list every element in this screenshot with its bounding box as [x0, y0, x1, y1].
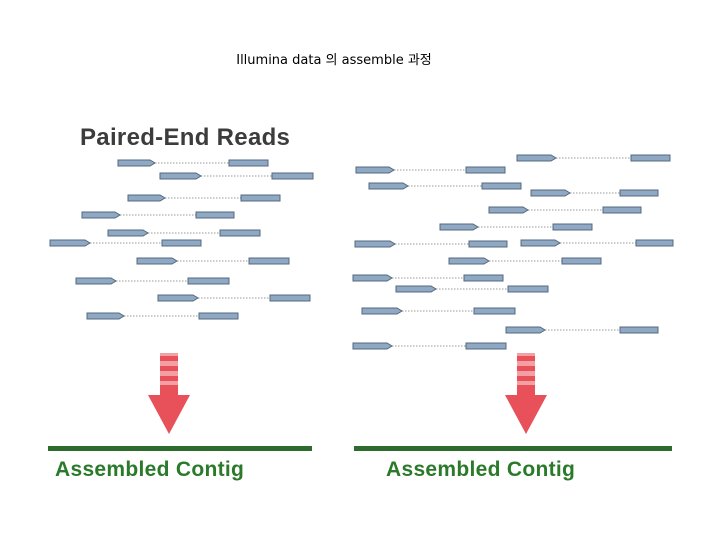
- read-pair: [520, 239, 674, 247]
- read-segment: [195, 211, 235, 219]
- read-segment: [187, 277, 230, 285]
- read-segment: [465, 166, 506, 174]
- read-pair: [361, 307, 516, 315]
- read-pair: [352, 274, 504, 282]
- read-pair: [127, 194, 281, 202]
- slide-title: Illumina data 의 assemble 과정: [236, 53, 432, 68]
- read-pair: [107, 229, 261, 237]
- read-segment: [448, 257, 490, 265]
- read-segment: [481, 182, 522, 190]
- read-segment: [269, 294, 311, 302]
- read-segment: [463, 274, 504, 282]
- read-pair: [81, 211, 235, 219]
- assembled-contig-label-left: Assembled Contig: [55, 458, 245, 481]
- read-segment: [136, 257, 178, 265]
- read-segment: [520, 239, 561, 247]
- read-segment: [507, 285, 549, 293]
- read-segment: [49, 239, 91, 247]
- read-segment: [161, 239, 202, 247]
- read-segment: [107, 229, 149, 237]
- read-segment: [619, 189, 659, 197]
- read-pair: [352, 342, 507, 350]
- read-segment: [552, 223, 593, 231]
- read-segment: [635, 239, 674, 247]
- read-segment: [630, 154, 671, 162]
- read-pair: [157, 294, 311, 302]
- read-segment: [602, 206, 642, 214]
- read-segment: [516, 154, 557, 162]
- read-pair: [516, 154, 671, 162]
- contig-bar-left: [48, 446, 312, 451]
- read-pair: [136, 257, 290, 265]
- read-segment: [219, 229, 261, 237]
- read-segment: [395, 285, 437, 293]
- read-pair: [488, 206, 642, 214]
- read-segment: [465, 342, 507, 350]
- read-pair: [530, 189, 659, 197]
- read-segment: [505, 326, 546, 334]
- read-segment: [530, 189, 571, 197]
- read-pair: [448, 257, 602, 265]
- read-segment: [81, 211, 121, 219]
- read-segment: [488, 206, 529, 214]
- read-segment: [468, 240, 508, 248]
- read-segment: [361, 307, 403, 315]
- read-pair: [75, 277, 230, 285]
- read-pair: [439, 223, 593, 231]
- contig-bar-right: [354, 446, 672, 451]
- read-pair: [505, 326, 659, 334]
- read-segment: [352, 274, 393, 282]
- read-segment: [248, 257, 290, 265]
- paired-end-reads-heading: Paired-End Reads: [80, 124, 291, 151]
- assembled-contig-label-right: Assembled Contig: [386, 458, 576, 481]
- read-segment: [86, 312, 125, 320]
- read-pair: [117, 159, 269, 167]
- read-segment: [368, 182, 409, 190]
- read-segment: [228, 159, 269, 167]
- read-segment: [127, 194, 166, 202]
- read-pair: [368, 182, 522, 190]
- read-segment: [198, 312, 239, 320]
- read-segment: [619, 326, 659, 334]
- read-segment: [157, 294, 199, 302]
- read-pair: [354, 240, 508, 248]
- down-arrow-left: [148, 353, 190, 434]
- read-pair: [355, 166, 506, 174]
- read-segment: [355, 166, 395, 174]
- read-segment: [159, 172, 202, 180]
- read-segment: [439, 223, 479, 231]
- read-pair: [395, 285, 549, 293]
- read-segment: [75, 277, 117, 285]
- read-segment: [271, 172, 314, 180]
- read-segment: [240, 194, 281, 202]
- read-pair: [49, 239, 202, 247]
- read-pair: [159, 172, 314, 180]
- read-segment: [473, 307, 516, 315]
- read-pair: [86, 312, 239, 320]
- read-segment: [117, 159, 156, 167]
- read-segment: [561, 257, 602, 265]
- down-arrow-right: [505, 353, 547, 434]
- right-read-pairs: [352, 154, 674, 350]
- read-segment: [354, 240, 396, 248]
- read-segment: [352, 342, 393, 350]
- left-read-pairs: [49, 159, 314, 320]
